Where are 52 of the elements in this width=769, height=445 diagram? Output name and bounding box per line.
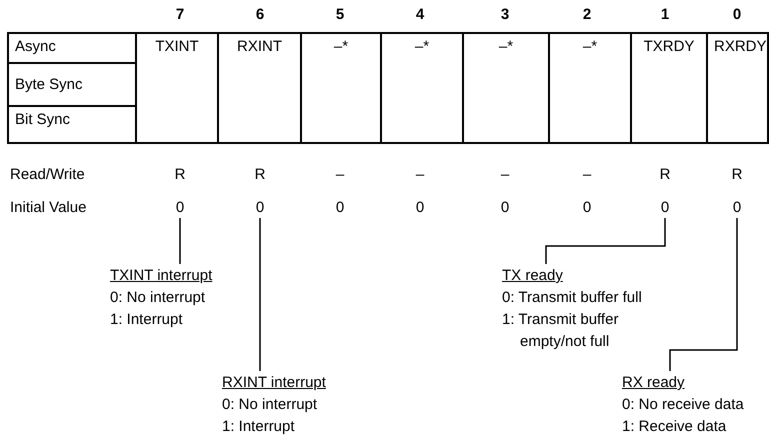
value-description: 1: Interrupt — [222, 417, 296, 437]
initial-value: 0 — [645, 199, 685, 216]
leader-line — [259, 218, 261, 371]
value-description: 0: No interrupt — [110, 288, 206, 308]
value-description: 1: Receive data — [622, 417, 728, 437]
access-value: – — [414, 166, 426, 183]
access-value: – — [582, 166, 592, 183]
bit-number: 0 — [732, 6, 742, 23]
mode-label-cell: Bit Sync — [7, 105, 137, 144]
field-heading: TX ready — [502, 266, 564, 286]
field-heading: TXINT interrupt — [110, 266, 214, 286]
mode-label-cell: Async — [7, 32, 137, 64]
initial-value: 0 — [160, 199, 200, 216]
initial-value: 0 — [334, 199, 346, 216]
field-heading: RXINT interrupt — [222, 373, 327, 393]
bit-name-cell: TXINT — [135, 32, 219, 144]
initial-value: 0 — [240, 199, 280, 216]
initial-value: 0 — [582, 199, 592, 216]
bit-number: 2 — [582, 6, 592, 23]
access-value: R — [658, 166, 672, 183]
access-value: – — [500, 166, 510, 183]
value-description: 0: No receive data — [622, 395, 745, 415]
access-value: R — [174, 166, 186, 183]
bit-number: 1 — [660, 6, 670, 23]
bit-name-cell: –* — [380, 32, 464, 144]
access-value: – — [334, 166, 346, 183]
initial-value: 0 — [717, 199, 757, 216]
value-description: 0: Transmit buffer full — [502, 288, 643, 308]
row-label: Read/Write — [10, 166, 86, 183]
field-heading: RX ready — [622, 373, 686, 393]
bit-number: 4 — [414, 6, 426, 23]
bit-number: 7 — [174, 6, 186, 23]
value-description: 0: No interrupt — [222, 395, 318, 415]
bit-name-cell: –* — [462, 32, 550, 144]
value-description: 1: Interrupt — [110, 310, 184, 330]
bit-name-cell: RXINT — [217, 32, 302, 144]
access-value: R — [730, 166, 744, 183]
leader-line — [179, 218, 181, 264]
initial-value: 0 — [414, 199, 426, 216]
bit-number: 5 — [334, 6, 346, 23]
row-label: Initial Value — [10, 199, 88, 216]
value-description: 1: Transmit buffer empty/not full — [502, 310, 620, 352]
leader-line — [545, 218, 666, 264]
bit-name-cell: –* — [548, 32, 632, 144]
bit-name-cell: –* — [300, 32, 382, 144]
initial-value: 0 — [500, 199, 510, 216]
bit-name-cell: TXRDY — [630, 32, 708, 144]
bit-number: 3 — [500, 6, 510, 23]
bit-number: 6 — [254, 6, 266, 23]
access-value: R — [254, 166, 266, 183]
bit-name-cell: RXRDY — [706, 32, 769, 144]
leader-line — [669, 218, 738, 371]
